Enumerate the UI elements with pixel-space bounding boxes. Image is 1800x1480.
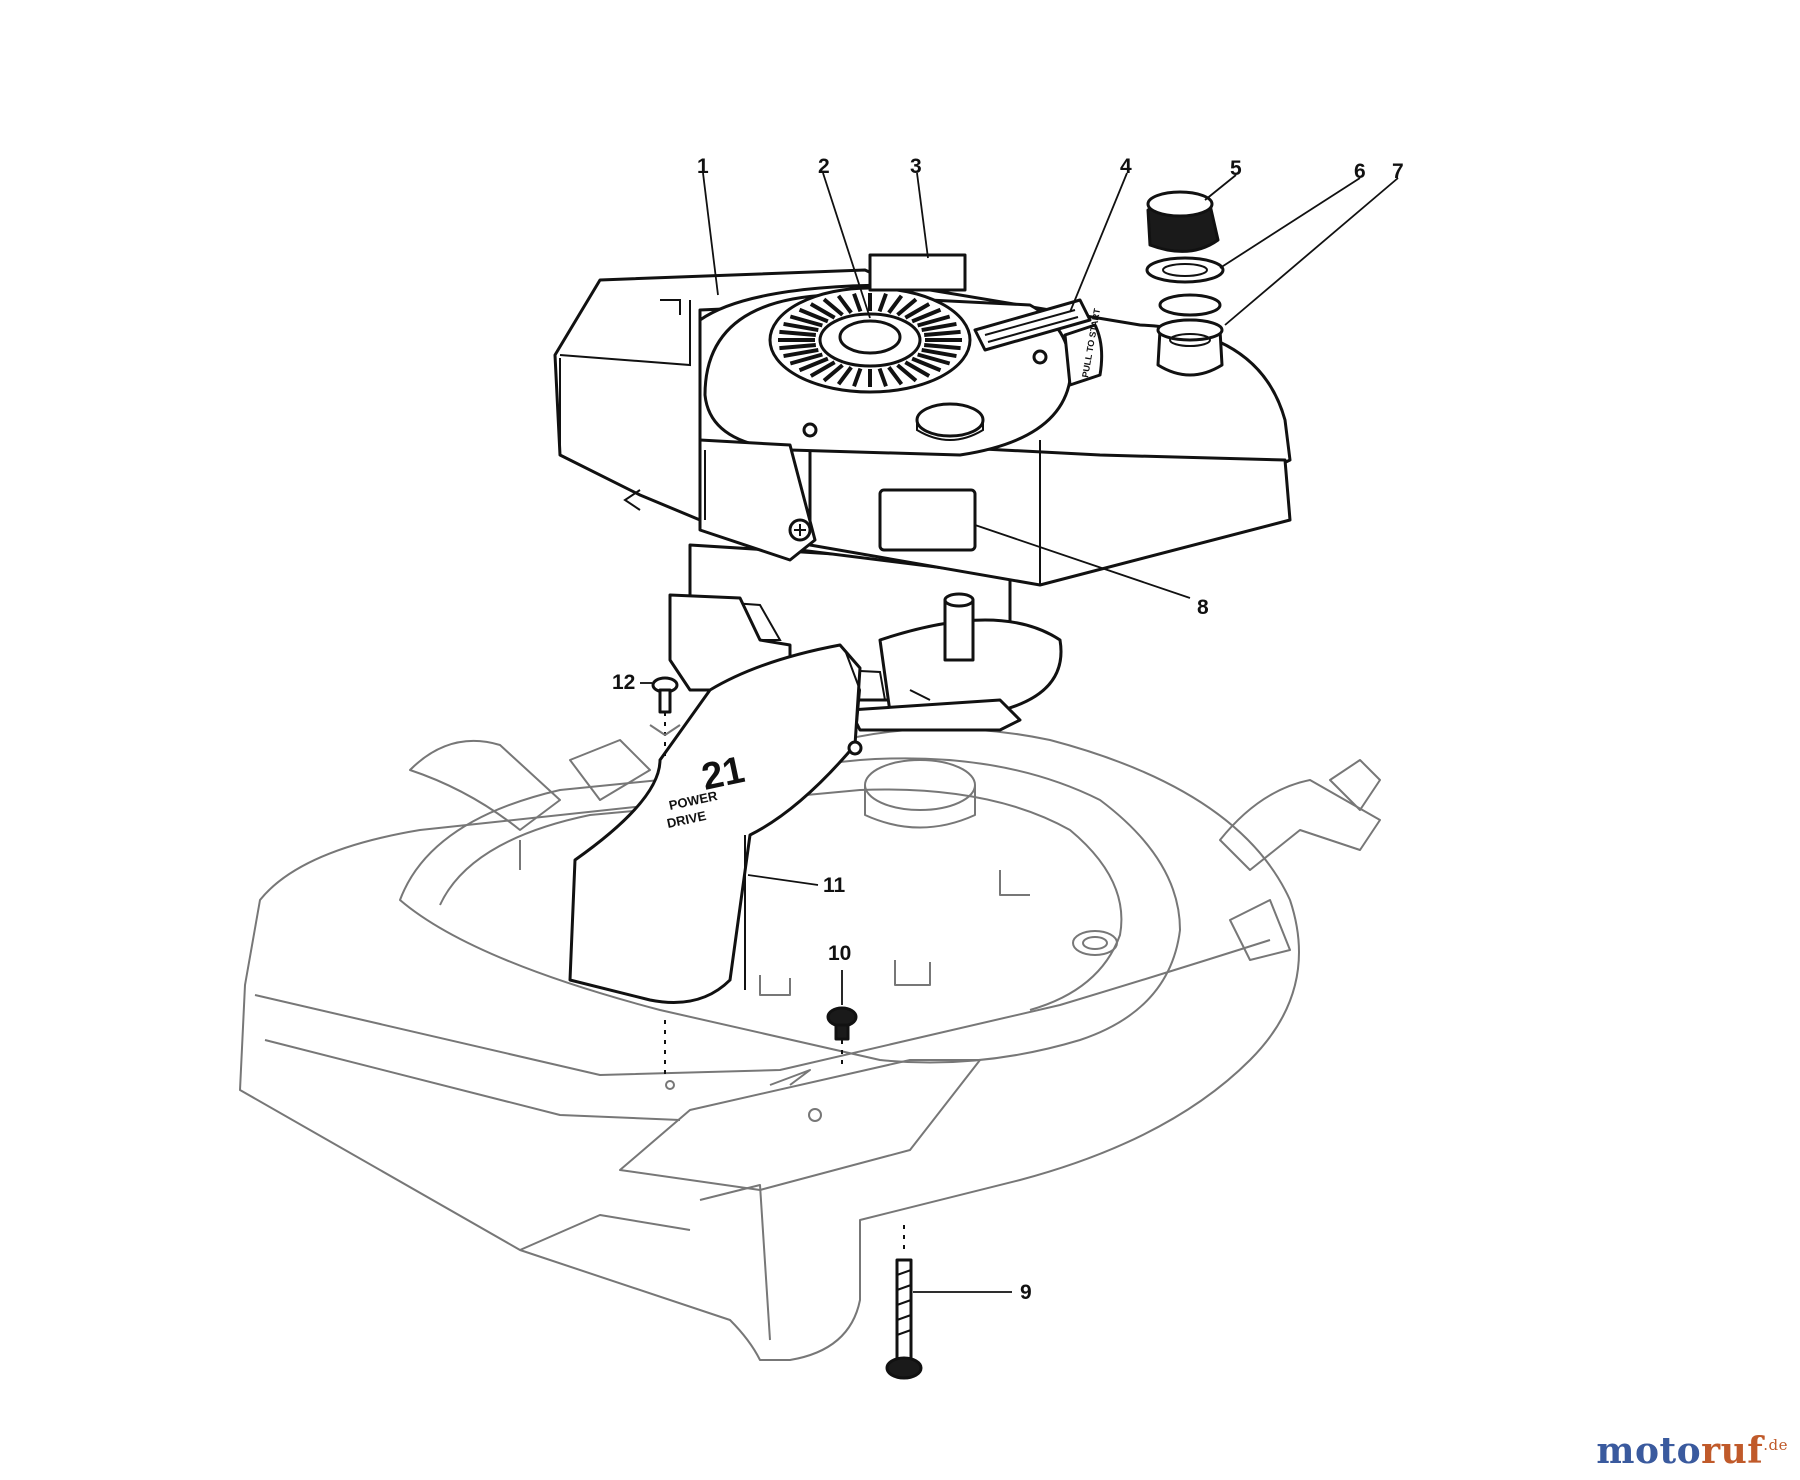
callout-10: 10 [828,942,851,965]
starter-fin [783,347,819,359]
starter-fin [822,297,844,317]
callout-1: 1 [697,155,709,178]
starter-fin [911,356,942,373]
starter-fin [904,302,931,320]
starter-fin [877,293,888,313]
callout-9: 9 [1020,1281,1032,1304]
starter-fin [836,294,853,314]
mower-deck [239,727,1381,1361]
discharge-chute: 21 POWER DRIVE [568,643,863,1004]
fuel-cap-assembly [1145,190,1225,377]
starter-fin [923,343,961,351]
starter-fin [921,321,957,333]
pull-decal [973,298,1092,352]
starter-fin [798,356,829,373]
watermark-part-b: ruf [1701,1430,1764,1472]
starter-fin [921,347,957,359]
recoil-starter [768,286,972,394]
primer-bulb [915,402,985,441]
starter-fin [923,329,961,337]
callout-3: 3 [910,155,922,178]
starter-fin [911,307,942,324]
starter-fin [852,367,863,387]
starter-fin [896,363,918,383]
starter-fin [809,360,836,378]
watermark-logo: motoruf.de [1596,1430,1788,1472]
shroud-tab [868,253,967,292]
starter-fin [836,366,853,386]
watermark-part-c: .de [1763,1436,1788,1454]
leader-lines [640,172,1399,1293]
starter-fin [904,360,931,378]
screw-12 [649,676,681,760]
watermark-part-a: moto [1596,1430,1702,1472]
callout-11: 11 [823,874,846,897]
starter-fin [798,307,829,324]
screw-10 [664,1006,858,1080]
callout-5: 5 [1230,157,1242,180]
starter-fin [887,294,904,314]
starter-fin [789,314,823,328]
starter-fin [779,329,817,337]
starter-fin [852,293,863,313]
callout-4: 4 [1120,155,1132,178]
callout-8: 8 [1197,596,1209,619]
starter-fin [822,363,844,383]
starter-fin [779,343,817,351]
callout-12: 12 [612,671,635,694]
starter-fin [877,367,888,387]
starter-fin [887,366,904,386]
starter-fin [783,321,819,333]
bolt-9 [885,1225,923,1380]
starter-fin [917,352,951,366]
callout-7: 7 [1392,160,1404,183]
starter-fin [896,297,918,317]
callout-labels: 1 2 3 4 5 6 7 8 9 10 11 12 [612,155,1404,1304]
starter-fin [789,352,823,366]
callout-2: 2 [818,155,830,178]
chute-number: 21 [698,749,748,799]
starter-fin [809,302,836,320]
engine-block [668,543,1063,732]
callout-6: 6 [1354,160,1366,183]
starter-fin [917,314,951,328]
